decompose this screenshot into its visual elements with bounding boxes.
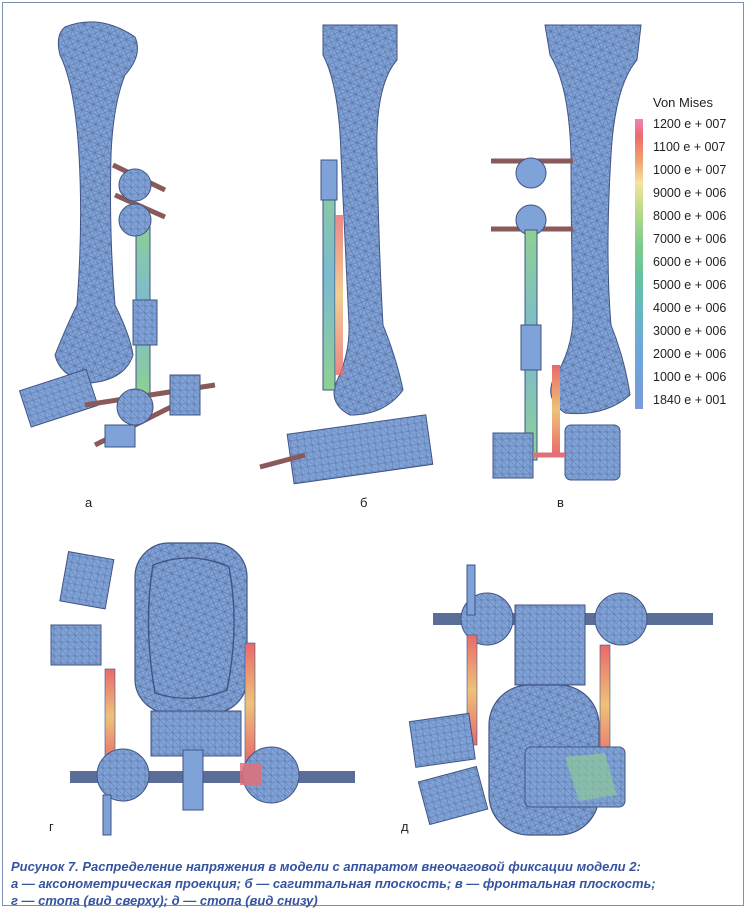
panel-g-model [50,542,355,836]
panel-label-b: б [360,495,368,510]
figure-caption: Рисунок 7. Распределение напряжения в мо… [11,858,741,909]
caption-line-2: а — аксонометрическая проекция; б — саги… [11,876,656,891]
panel-v-model [491,24,642,481]
legend-color-bar [635,119,643,409]
legend-item: 4000 e + 006 [653,301,727,315]
legend-item: 8000 e + 006 [653,209,727,223]
legend-item: 6000 e + 006 [653,255,727,269]
figure-area: а б в г д Von Mises 1200 e + 007 1100 e … [5,5,747,843]
legend-item: 1100 e + 007 [653,140,726,154]
legend-item: 7000 e + 006 [653,232,727,246]
panel-label-g: г [49,819,54,834]
legend-item: 1000 e + 006 [653,370,727,384]
legend-item: 9000 e + 006 [653,186,727,200]
legend-item: 1200 e + 007 [653,117,727,131]
panel-a-model [18,21,216,448]
fem-figure [18,21,713,836]
legend-item: 5000 e + 006 [653,278,727,292]
legend-item: 1000 e + 007 [653,163,727,177]
legend-item: 2000 e + 006 [653,347,727,361]
legend-item: 1840 e + 001 [653,393,727,407]
legend-title: Von Mises [653,95,713,110]
panel-label-a: а [85,495,93,510]
caption-line-1: Рисунок 7. Распределение напряжения в мо… [11,859,641,874]
caption-line-3: г — стопа (вид сверху); д — стопа (вид с… [11,893,318,908]
panel-b-model [259,24,434,485]
panel-d-model [408,564,713,836]
legend-item: 3000 e + 006 [653,324,727,338]
panel-label-d: д [401,819,409,834]
panel-label-v: в [557,495,564,510]
stress-legend: Von Mises 1200 e + 007 1100 e + 007 1000… [631,91,741,411]
